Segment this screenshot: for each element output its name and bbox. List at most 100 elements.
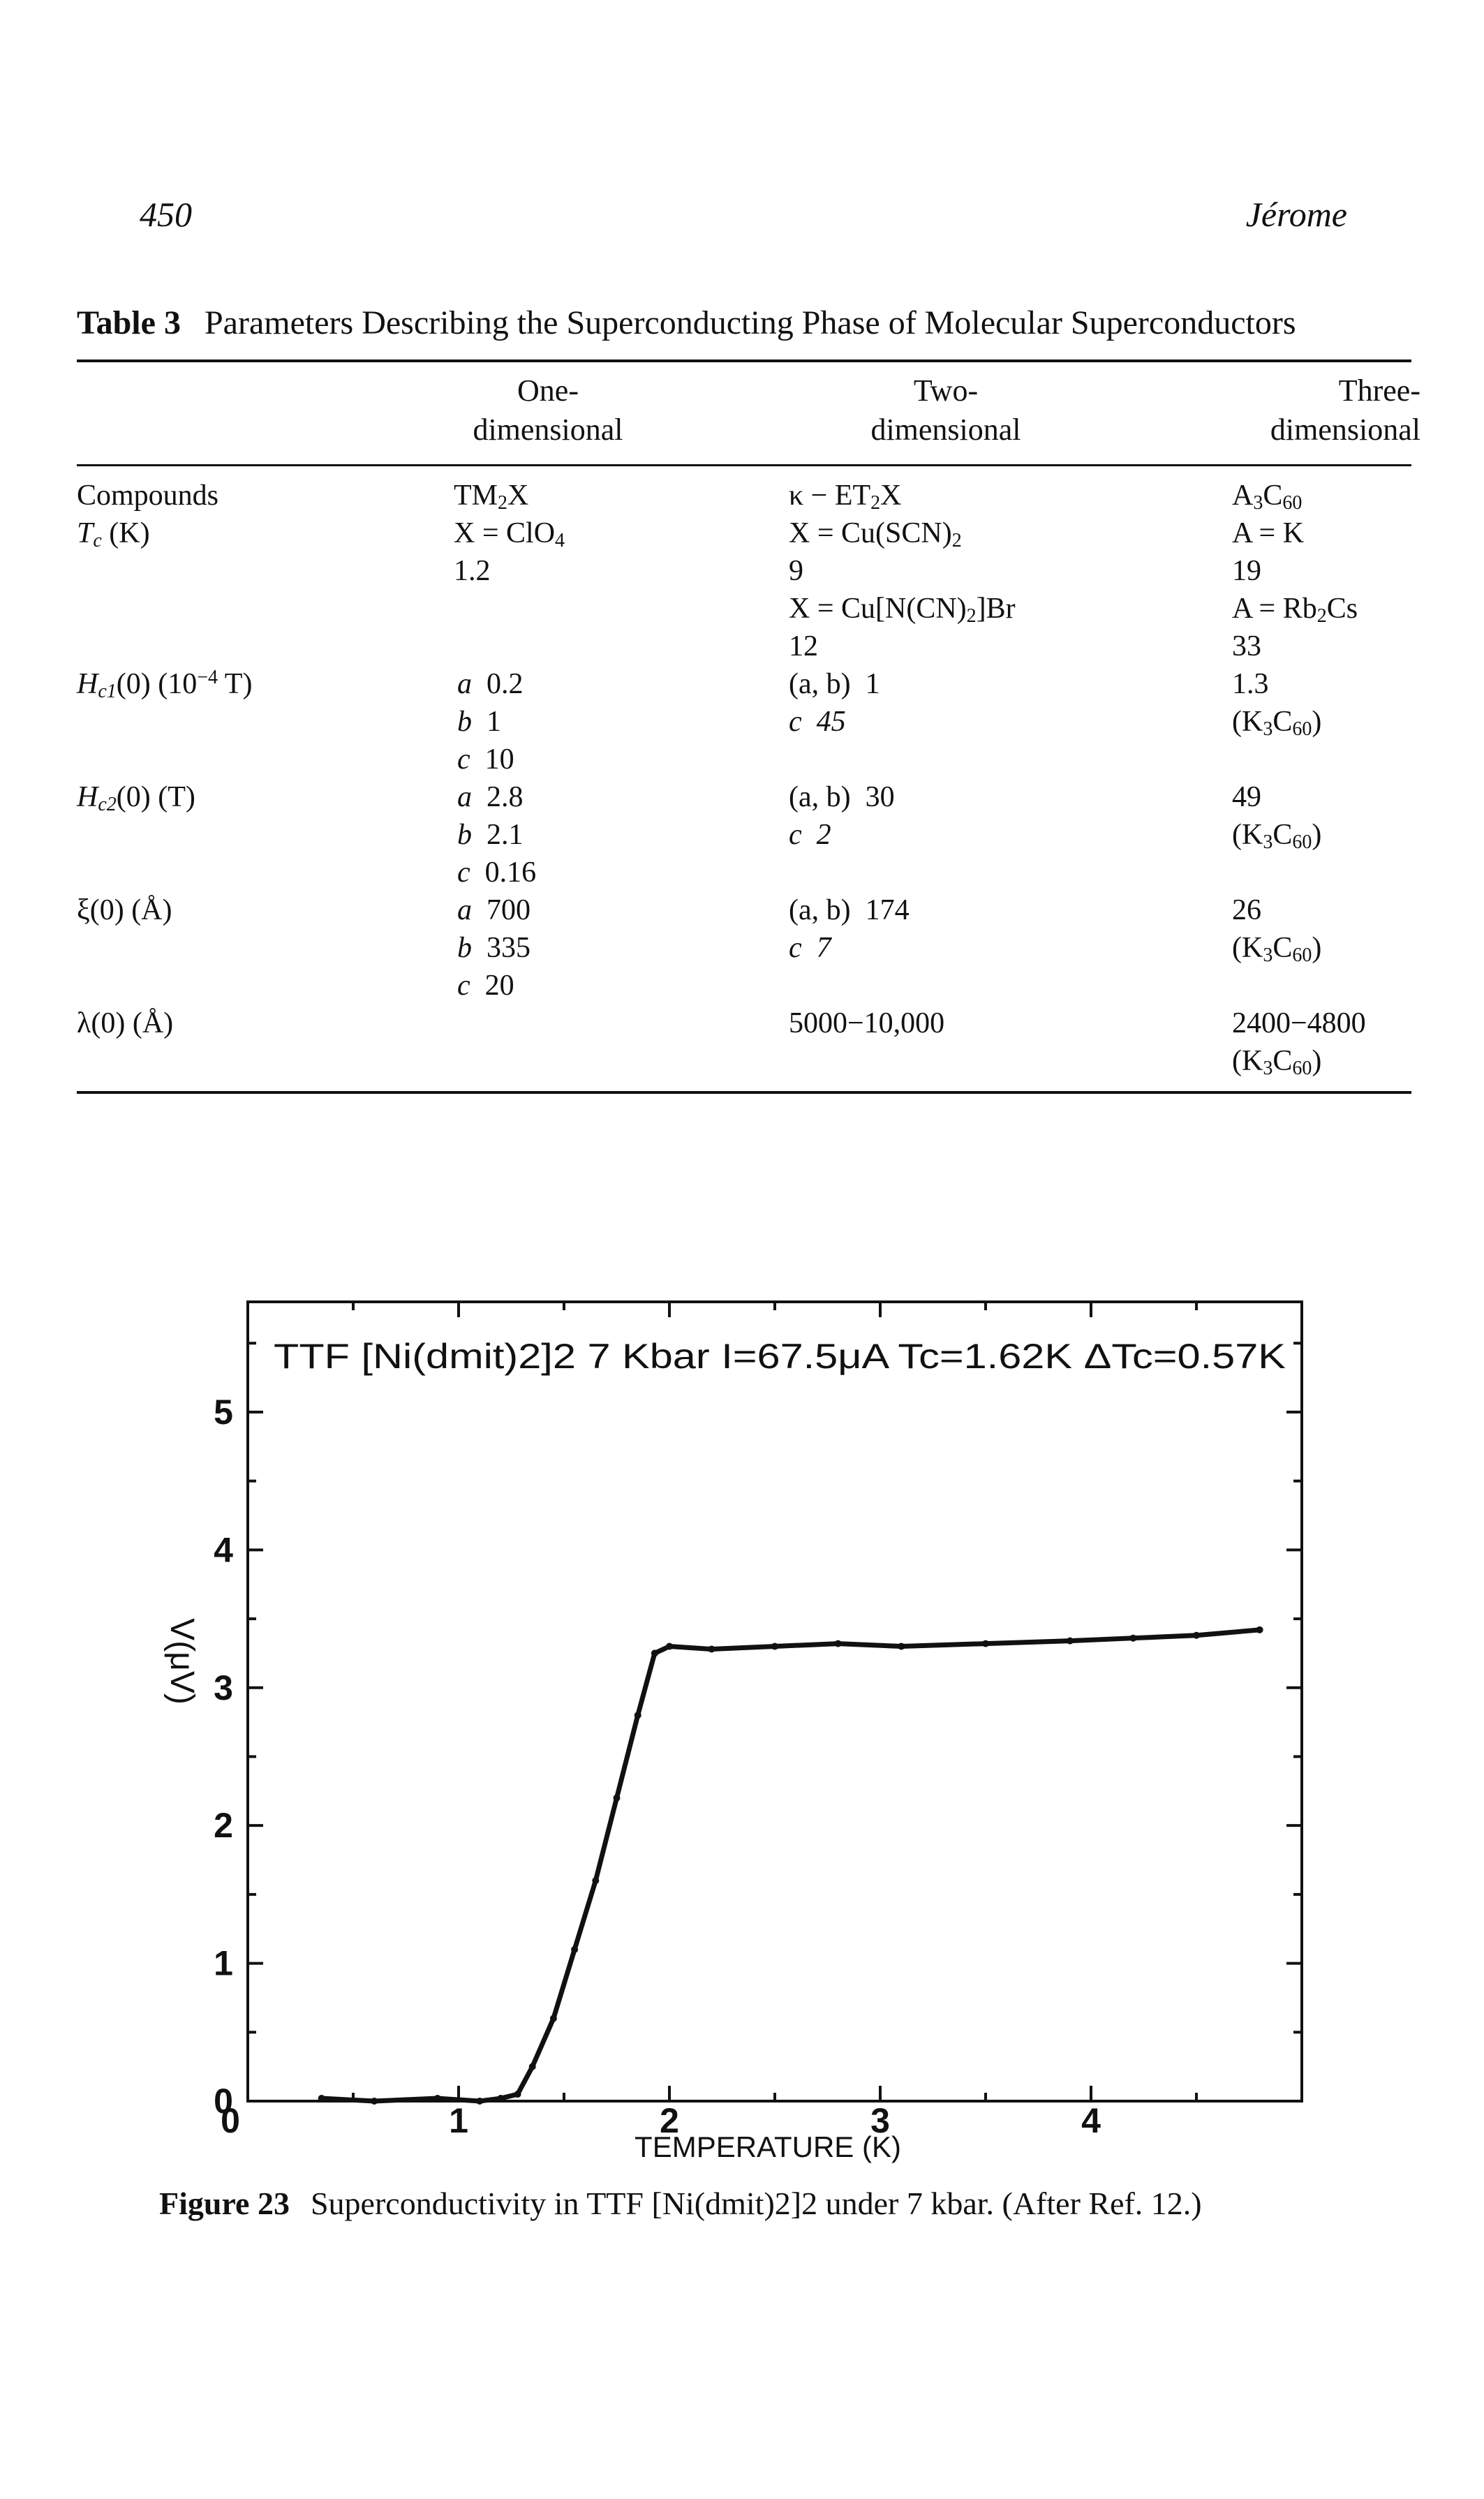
column-header-two-d: Two- dimensional [831,371,1061,450]
table-header-rule [77,464,1411,466]
data-point [528,2063,536,2070]
one-d-xi-b: b 335 [457,932,530,964]
data-point [497,2095,505,2103]
table-bottom-rule [77,1091,1411,1094]
three-d-xi-note: (K3C60) [1232,932,1322,966]
data-point [898,1642,905,1650]
two-d-xi-c: c 7 [789,932,831,964]
three-d-dopant-1: A = K [1232,517,1305,549]
data-point [708,1645,715,1653]
one-d-compound: TM2X [454,480,529,514]
two-d-hc2-ab: (a, b) 30 [789,781,895,813]
column-header-line1: One- [517,373,579,408]
y-tick-label: 1 [214,1944,233,1983]
column-header-three-d: Three- dimensional [1218,371,1420,450]
plot-frame [246,1300,1303,2103]
column-header-one-d: One- dimensional [433,371,663,450]
two-d-xi-ab: (a, b) 174 [789,894,910,926]
x-axis-label: TEMPERATURE (K) [635,2130,901,2163]
three-d-hc2: 49 [1232,781,1261,813]
data-point [549,2015,557,2022]
data-point [1129,1634,1137,1642]
row-label-hc2: Hc2(0) (T) [77,781,195,815]
three-d-tc-2: 33 [1232,630,1261,662]
data-point [834,1640,842,1647]
one-d-hc1-a: a 0.2 [457,668,524,700]
table-title: Parameters Describing the Superconductin… [204,304,1296,341]
row-label-xi: ξ(0) (Å) [77,894,172,926]
three-d-lambda: 2400−4800 [1232,1007,1366,1039]
chart-annotation: TTF [Ni(dmit)2]2 7 Kbar I=67.5μA Tc=1.62… [274,1337,1286,1376]
three-d-compound: A3C60 [1232,480,1303,514]
one-d-hc2-b: b 2.1 [457,819,524,851]
two-d-hc1-c: c 45 [789,706,846,738]
three-d-dopant-2: A = Rb2Cs [1232,593,1358,627]
row-label-compounds: Compounds [77,480,219,512]
data-point [982,1640,989,1647]
one-d-hc1-c: c 10 [457,743,514,776]
data-point [514,2091,521,2098]
y-tick-label: 5 [214,1393,233,1432]
axis-ticks [246,1302,1303,2103]
x-tick-label: 3 [870,2101,890,2140]
page-number: 450 [140,195,192,234]
three-d-hc2-note: (K3C60) [1232,819,1322,853]
data-point [592,1877,600,1885]
data-series [318,1626,1263,2105]
data-point [1066,1637,1074,1645]
row-label-hc1: Hc1(0) (10−4 T) [77,667,253,702]
y-tick-label: 0 [214,2082,233,2121]
two-d-tc-2: 12 [789,630,818,662]
x-tick-label: 2 [660,2101,679,2140]
x-tick-label: 1 [449,2101,468,2140]
two-d-anion-1: X = Cu(SCN)2 [789,517,962,551]
two-d-hc2-c: c 2 [789,819,831,851]
row-label-lambda: λ(0) (Å) [77,1007,174,1039]
data-point [433,2095,441,2103]
three-d-hc1: 1.3 [1232,668,1269,700]
two-d-hc1-ab: (a, b) 1 [789,668,880,700]
data-point [651,1649,658,1657]
one-d-hc1-b: b 1 [457,706,501,738]
data-point [318,2095,325,2103]
two-d-compound: κ − ET2X [789,480,902,514]
two-d-tc-1: 9 [789,555,803,587]
y-tick-label: 3 [214,1668,233,1707]
y-tick-label: 2 [214,1806,233,1845]
one-d-hc2-a: a 2.8 [457,781,524,813]
x-tick-label: 0 [221,2101,240,2140]
table-caption: Table 3 Parameters Describing the Superco… [77,304,1296,342]
data-point [634,1712,641,1719]
three-d-lambda-note: (K3C60) [1232,1045,1322,1079]
data-point [1193,1631,1200,1639]
column-header-line1: Three- [1338,373,1420,408]
row-label-tc: Tc (K) [77,517,150,551]
running-head: Jérome [1245,195,1347,234]
two-d-lambda: 5000−10,000 [789,1007,945,1039]
three-d-xi: 26 [1232,894,1261,926]
data-point [371,2098,378,2105]
x-tick-label: 4 [1081,2101,1101,2140]
data-point [1256,1626,1263,1633]
column-header-line1: Two- [913,373,979,408]
data-point [476,2098,484,2105]
one-d-hc2-c: c 0.16 [457,857,537,889]
figure-label: Figure 23 [159,2186,290,2221]
table-label: Table 3 [77,304,181,341]
data-point [613,1794,621,1802]
data-point [666,1642,673,1650]
column-header-line2: dimensional [870,413,1021,447]
y-axis-label: V(μV) [163,1618,200,1705]
data-point [571,1945,579,1953]
table-top-rule [77,359,1411,362]
one-d-anion: X = ClO4 [454,517,565,551]
column-header-line2: dimensional [473,413,623,447]
one-d-tc: 1.2 [454,555,491,587]
two-d-anion-2: X = Cu[N(CN)2]Br [789,593,1016,627]
one-d-xi-a: a 700 [457,894,530,926]
data-point [771,1642,778,1650]
three-d-hc1-note: (K3C60) [1232,706,1322,740]
